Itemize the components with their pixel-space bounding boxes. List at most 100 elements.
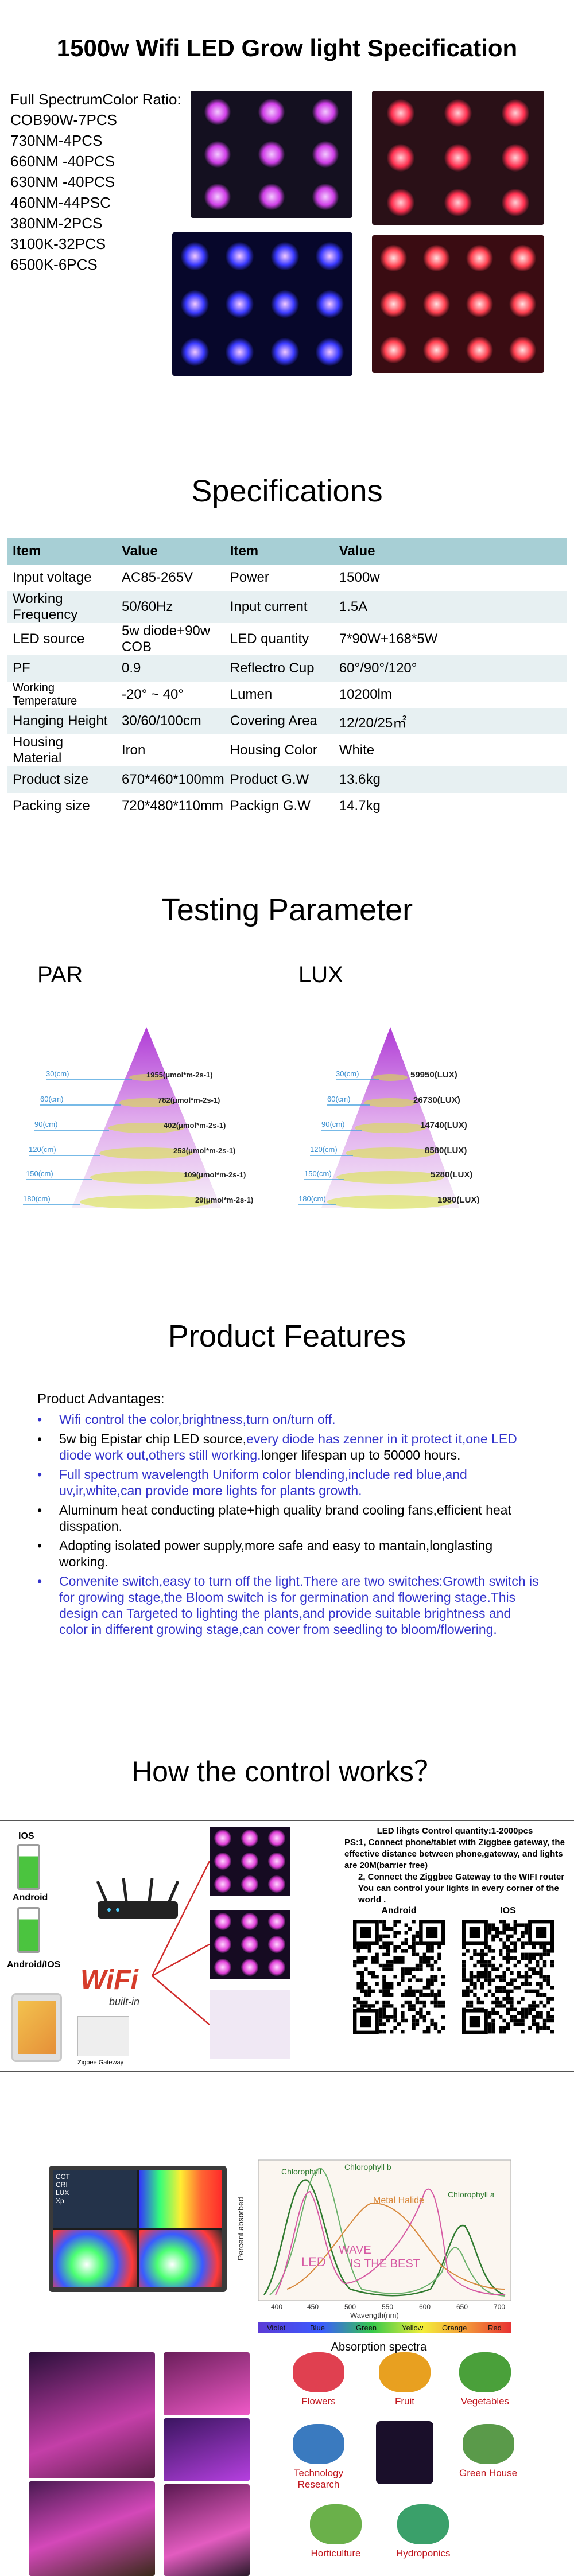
led-cluster-icon xyxy=(241,1853,258,1870)
table-header-row: Item Value Item Value xyxy=(7,538,567,565)
lux-value-label: 8580(LUX) xyxy=(425,1146,467,1155)
specifications-title: Specifications xyxy=(191,474,383,508)
led-cluster-icon xyxy=(258,99,285,125)
lux-value-label: 1980(LUX) xyxy=(437,1195,479,1205)
grow-light-photo-red xyxy=(372,91,544,225)
ios-label: IOS xyxy=(18,1831,34,1841)
svg-text:400: 400 xyxy=(271,2303,282,2311)
ratio-item: 380NM-2PCS xyxy=(10,215,103,232)
led-cluster-icon xyxy=(267,1875,285,1893)
lights-info-line: PS:1, Connect phone/tablet with Ziggbee … xyxy=(344,1838,565,1870)
bullet-icon: • xyxy=(37,1467,42,1482)
built-in-label: built-in xyxy=(109,1996,140,2007)
qr-android-label: Android xyxy=(381,1906,417,1916)
table-cell: Covering Area xyxy=(224,708,333,734)
led-cluster-icon xyxy=(501,188,530,217)
light-cone xyxy=(72,1027,221,1208)
lux-value-label: 5280(LUX) xyxy=(430,1170,472,1180)
cie-graph xyxy=(53,2230,137,2287)
application-research: Technology Research xyxy=(287,2424,350,2491)
led-cluster-icon xyxy=(204,99,231,125)
lights-info-line: LED lihgts Control quantity:1-2000pcs xyxy=(377,1826,533,1836)
feature-item: •Convenite switch,easy to turn off the l… xyxy=(37,1574,539,1637)
led-cluster-icon xyxy=(380,290,407,318)
led-cluster-icon xyxy=(267,1959,285,1976)
led-cluster-icon xyxy=(312,184,339,210)
ratio-item: 660NM -40PCS xyxy=(10,153,115,170)
led-cluster-icon xyxy=(241,1913,258,1930)
lux-value-label: 26730(LUX) xyxy=(413,1095,460,1105)
led-cluster-icon xyxy=(386,143,415,172)
lux-label: LUX xyxy=(298,962,343,987)
table-cell: Housing Material xyxy=(7,734,116,766)
led-cluster-icon xyxy=(258,141,285,168)
svg-text:500: 500 xyxy=(344,2303,356,2311)
led-cluster-icon xyxy=(316,337,344,366)
table-cell: Hanging Height xyxy=(7,708,116,734)
table-cell: Housing Color xyxy=(224,734,333,766)
led-cluster-icon xyxy=(258,184,285,210)
collage: CCT CRI LUX Xp Percent absorbed Chloroph… xyxy=(0,2154,574,2576)
led-cluster-icon xyxy=(509,290,536,318)
qr-ios[interactable]: IOS xyxy=(459,1906,557,2038)
table-cell: 13.6kg xyxy=(333,766,567,793)
led-cluster-icon xyxy=(180,337,209,366)
table-cell: -20° ~ 40° xyxy=(116,682,224,708)
header-cell: Value xyxy=(116,538,224,565)
table-cell: Product size xyxy=(7,766,116,793)
lux-diagram: 30(cm) 60(cm) 90(cm) 120(cm) 150(cm) 180… xyxy=(287,1027,528,1216)
led-cluster-icon xyxy=(267,1913,285,1930)
table-cell: Power xyxy=(224,565,333,591)
led-cluster-icon xyxy=(214,1853,232,1870)
led-cluster-icon xyxy=(316,242,344,270)
light-thumb-2 xyxy=(210,1910,290,1979)
par-height-label: 60(cm) xyxy=(40,1095,63,1103)
led-cluster-icon xyxy=(444,188,472,217)
ratio-item: COB90W-7PCS xyxy=(10,111,117,129)
feature-item: •Adopting isolated power supply,more saf… xyxy=(37,1538,493,1569)
led-cluster-icon xyxy=(380,336,407,364)
qr-code-icon[interactable] xyxy=(353,1920,445,2034)
svg-text:600: 600 xyxy=(419,2303,430,2311)
svg-text:Blue: Blue xyxy=(310,2324,325,2332)
header-cell: Item xyxy=(7,538,116,565)
features-list: •Wifi control the color,brightness,turn … xyxy=(37,1411,542,1641)
application-horticulture: Horticulture xyxy=(310,2504,362,2559)
ios-battery-icon xyxy=(17,1844,40,1890)
tablet-icon xyxy=(11,1993,62,2062)
chlorophyll-a-label: Chlorophyll a xyxy=(448,2190,495,2199)
table-cell: 60°/90°/120° xyxy=(333,655,567,682)
lux-height-label: 30(cm) xyxy=(336,1069,359,1078)
table-cell: 0.9 xyxy=(116,655,224,682)
light-cone xyxy=(321,1027,459,1208)
qr-android[interactable]: Android xyxy=(350,1906,448,2038)
table-cell: Reflectro Cup xyxy=(224,655,333,682)
application-greenhouse: Green House xyxy=(459,2424,517,2479)
lux-height-label: 120(cm) xyxy=(310,1145,338,1154)
led-cluster-icon xyxy=(312,99,339,125)
table-cell: LED quantity xyxy=(224,623,333,655)
table-cell: 1.5A xyxy=(333,591,567,623)
par-height-label: 30(cm) xyxy=(46,1069,69,1078)
spectrometer-tablet: CCT CRI LUX Xp xyxy=(49,2166,227,2292)
table-cell: 50/60Hz xyxy=(116,591,224,623)
led-cluster-icon xyxy=(423,336,450,364)
table-cell: PF xyxy=(7,655,116,682)
table-cell: 12/20/25㎡ xyxy=(333,708,567,734)
led-cluster-icon xyxy=(180,242,209,270)
chlorophyll-label: Chlorophyll xyxy=(281,2167,321,2176)
led-cluster-icon xyxy=(312,141,339,168)
qr-code-icon[interactable] xyxy=(462,1920,554,2034)
ratio-item: 730NM-4PCS xyxy=(10,132,103,149)
page-title: 1500w Wifi LED Grow light Specification xyxy=(56,34,518,61)
absorption-caption: Absorption spectra xyxy=(331,2341,427,2353)
led-cluster-icon xyxy=(509,244,536,272)
par-value-label: 29(μmol*m-2s-1) xyxy=(195,1196,253,1204)
table-cell: Lumen xyxy=(224,682,333,708)
table-cell: Input current xyxy=(224,591,333,623)
bullet-icon: • xyxy=(37,1412,42,1427)
